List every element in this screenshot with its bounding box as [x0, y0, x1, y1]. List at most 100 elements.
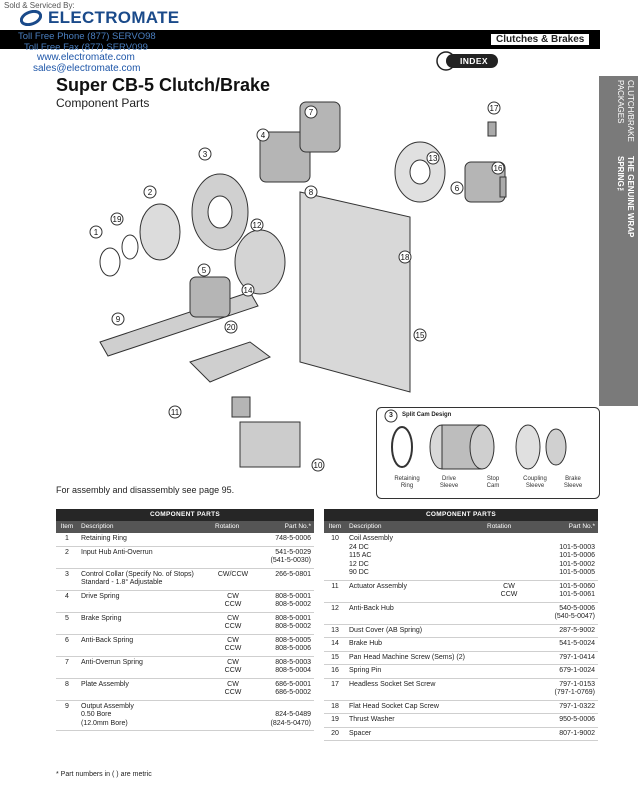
index-button[interactable]: INDEX: [436, 51, 498, 71]
cell-rotation: [484, 665, 534, 678]
svg-text:5: 5: [202, 266, 207, 275]
drive-spring-shape: [259, 131, 311, 183]
table-title: COMPONENT PARTS: [324, 509, 598, 521]
cell-rotation: [212, 547, 254, 568]
cell-rotation: CW CCW: [224, 636, 242, 653]
cell-description: Plate Assembly: [81, 680, 129, 688]
side-tab-clutch-brake[interactable]: CLUTCH/BRAKE PACKAGES: [616, 80, 635, 142]
cell-part-no: 824-5-0489 (824-5-0470): [270, 711, 311, 727]
cell-description: Brake Hub: [349, 640, 383, 647]
cell-part-no: 797-1-0322: [559, 702, 595, 710]
callout-19: 19: [110, 212, 124, 226]
cell-item: 15: [331, 653, 339, 661]
cell-item: 18: [331, 702, 339, 710]
cell-item: 14: [331, 640, 339, 647]
callout-2: 2: [143, 185, 157, 199]
svg-text:20: 20: [227, 323, 236, 332]
cell-part-no: 807-1-9002: [559, 729, 595, 737]
cell-description: Output Assembly 0.50 Bore (12.0mm Bore): [81, 702, 134, 727]
cell-rotation: [484, 652, 534, 665]
cell-item: 19: [331, 716, 339, 723]
svg-text:7: 7: [309, 108, 314, 117]
small-spring-shape: [231, 396, 251, 418]
cell-rotation: CW CCW: [500, 582, 518, 599]
table-title: COMPONENT PARTS: [56, 509, 314, 521]
page-subtitle: Component Parts: [56, 96, 150, 110]
email-link[interactable]: sales@electromate.com: [33, 63, 141, 74]
cell-part-no: 808-5-0003 808-5-0004: [275, 658, 311, 675]
callout-4: 4: [256, 128, 270, 142]
cell-description: Flat Head Socket Cap Screw: [349, 702, 439, 710]
col-description: Description: [349, 523, 382, 530]
svg-text:3: 3: [203, 150, 208, 159]
split-cam-inset-drawing: [376, 407, 600, 499]
cell-item: 12: [331, 604, 339, 612]
spring-pin-shape: [499, 176, 507, 198]
actuator-shape: [189, 341, 271, 383]
table-header-row: Item Description Rotation Part No.*: [324, 521, 598, 533]
callout-5: 5: [197, 263, 211, 277]
cell-rotation: [484, 728, 534, 741]
cell-part-no: 808-5-0005 808-5-0006: [275, 636, 311, 653]
cell-rotation: [212, 701, 254, 731]
cell-description: Input Hub Anti-Overrun: [81, 548, 153, 556]
callout-10: 10: [311, 458, 325, 472]
exploded-parts-diagram: 1 2 3 4 5 6 7 8 9 10 11 12 13 14 15 16 1…: [89, 101, 507, 472]
side-tab-wrap-spring[interactable]: THE GENUINE WRAP SPRING™: [616, 156, 635, 238]
coil-assembly-shape: [239, 421, 301, 468]
sold-by-label: Sold & Serviced By:: [4, 1, 75, 10]
cell-description: Control Collar (Specify No. of Stops) St…: [81, 570, 194, 587]
callout-15: 15: [413, 328, 427, 342]
table-row: 14 Brake Hub 541-5-0024: [324, 638, 598, 652]
cell-part-no: 266-5-0801: [275, 570, 311, 578]
callout-7: 7: [304, 105, 318, 119]
cell-part-no: 541-5-0024: [559, 640, 595, 647]
callout-18: 18: [398, 250, 412, 264]
input-hub-shape: [139, 203, 181, 261]
svg-text:13: 13: [429, 154, 438, 163]
cell-part-no: 950-5-0006: [559, 716, 595, 723]
svg-text:10: 10: [314, 461, 323, 470]
col-rotation: Rotation: [487, 523, 512, 530]
cell-item: 6: [65, 636, 69, 644]
cell-rotation: [484, 533, 534, 580]
website-link[interactable]: www.electromate.com: [37, 52, 135, 63]
cell-rotation: [484, 603, 534, 624]
callout-13: 13: [426, 151, 440, 165]
cell-part-no: 748-5-0006: [275, 535, 311, 542]
callout-14: 14: [241, 283, 255, 297]
cell-rotation: [484, 714, 534, 727]
cell-rotation: CW CCW: [224, 614, 242, 631]
cell-item: 13: [331, 626, 339, 634]
callout-3: 3: [198, 147, 212, 161]
cell-rotation: CW CCW: [224, 658, 242, 675]
cell-part-no: 541-5-0029 (541-5-0030): [270, 548, 311, 565]
cell-item: 7: [65, 658, 69, 666]
inset-callout-badge: [384, 409, 398, 423]
svg-text:8: 8: [309, 188, 314, 197]
cell-item: 10: [331, 535, 339, 542]
toll-free-phone: Toll Free Phone (877) SERVO98: [18, 31, 156, 42]
header-bar: [0, 30, 600, 49]
svg-text:16: 16: [494, 164, 503, 173]
cell-description: Anti-Back Hub: [349, 604, 394, 612]
cell-part-no: 679-1-0024: [559, 667, 595, 674]
callout-12: 12: [250, 218, 264, 232]
cell-description: Spacer: [349, 729, 372, 737]
cell-description: Anti-Back Spring: [81, 636, 134, 644]
cell-part-no: 797-1-0153 (797-1-0769): [554, 680, 595, 697]
